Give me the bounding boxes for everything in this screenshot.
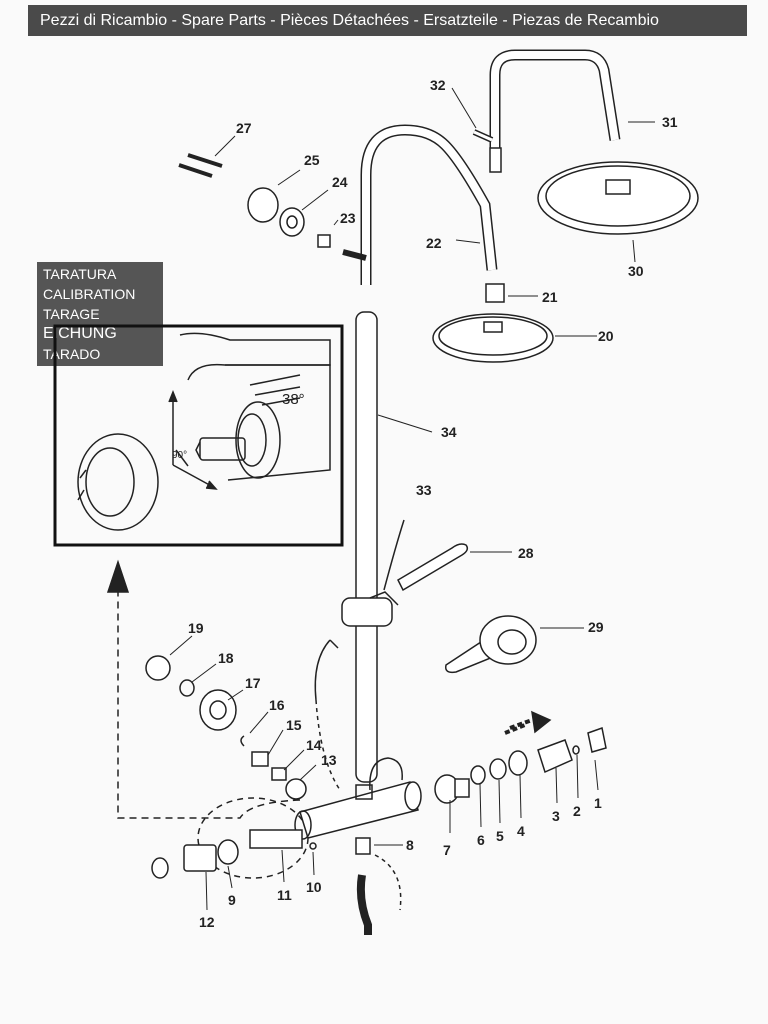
shower-arm-31 bbox=[472, 49, 621, 173]
page-header: Pezzi di Ricambio - Spare Parts - Pièces… bbox=[28, 5, 747, 36]
leader-lines bbox=[169, 87, 655, 911]
part-number-27: 27 bbox=[236, 120, 252, 136]
calibration-line-fr: TARAGE bbox=[43, 306, 100, 322]
outlet-8 bbox=[355, 837, 371, 855]
part-number-14: 14 bbox=[306, 737, 322, 753]
part-number-18: 18 bbox=[218, 650, 234, 666]
hand-shower-29 bbox=[444, 615, 537, 674]
part-number-24: 24 bbox=[332, 174, 348, 190]
calibration-line-es: TARADO bbox=[43, 346, 101, 362]
calibration-line-it: TARATURA bbox=[43, 266, 117, 282]
part-number-20: 20 bbox=[598, 328, 614, 344]
lower-hose bbox=[356, 874, 372, 935]
right-side-parts bbox=[434, 710, 607, 804]
part-number-1: 1 bbox=[594, 795, 602, 811]
part-number-11: 11 bbox=[277, 887, 292, 903]
part-number-6: 6 bbox=[477, 832, 485, 848]
calibration-pointer-arrowhead bbox=[106, 559, 130, 593]
part-number-labels: 1 2 3 4 5 6 7 8 9 10 11 12 13 14 15 16 1… bbox=[188, 77, 678, 930]
part-number-33: 33 bbox=[416, 482, 432, 498]
part-number-21: 21 bbox=[542, 289, 558, 305]
part-number-29: 29 bbox=[588, 619, 604, 635]
hand-shower-28 bbox=[397, 543, 469, 592]
gooseneck-arm-22 bbox=[360, 124, 498, 285]
calibration-line-en: CALIBRATION bbox=[43, 286, 136, 302]
part-number-19: 19 bbox=[188, 620, 204, 636]
part-number-31: 31 bbox=[662, 114, 678, 130]
part-number-17: 17 bbox=[245, 675, 261, 691]
part-number-12: 12 bbox=[199, 914, 215, 930]
calibration-label-box: TARATURA CALIBRATION TARAGE EICHUNG TARA… bbox=[37, 262, 163, 366]
part-number-16: 16 bbox=[269, 697, 285, 713]
connector-21 bbox=[485, 283, 505, 303]
riser-pipe-34 bbox=[355, 311, 378, 783]
part-number-32: 32 bbox=[430, 77, 446, 93]
part-number-5: 5 bbox=[496, 828, 504, 844]
part-number-8: 8 bbox=[406, 837, 414, 853]
part-number-22: 22 bbox=[426, 235, 442, 251]
shower-head-20 bbox=[432, 313, 554, 363]
calibration-detail-drawing bbox=[77, 332, 331, 531]
part-number-23: 23 bbox=[340, 210, 356, 226]
part-number-10: 10 bbox=[306, 879, 322, 895]
calibration-line-de: EICHUNG bbox=[43, 325, 117, 342]
hose bbox=[314, 639, 339, 701]
part-number-2: 2 bbox=[573, 803, 581, 819]
part-number-34: 34 bbox=[441, 424, 457, 440]
slider-33 bbox=[341, 519, 405, 627]
part-number-3: 3 bbox=[552, 808, 560, 824]
calibration-angle: 90° bbox=[172, 450, 187, 461]
part-number-13: 13 bbox=[321, 752, 337, 768]
part-number-25: 25 bbox=[304, 152, 320, 168]
shower-head-30 bbox=[537, 161, 699, 235]
left-side-parts bbox=[145, 655, 317, 879]
calibration-pointer-dashed bbox=[117, 590, 301, 819]
calibration-temperature: 38° bbox=[282, 391, 305, 408]
calibration-detail-frame bbox=[53, 324, 344, 547]
part-number-4: 4 bbox=[517, 823, 525, 839]
wall-bracket-parts bbox=[178, 153, 367, 261]
part-number-7: 7 bbox=[443, 842, 451, 858]
part-number-9: 9 bbox=[228, 892, 236, 908]
part-number-15: 15 bbox=[286, 717, 302, 733]
part-number-30: 30 bbox=[628, 263, 644, 279]
mixer-body bbox=[294, 757, 422, 840]
part-number-28: 28 bbox=[518, 545, 534, 561]
